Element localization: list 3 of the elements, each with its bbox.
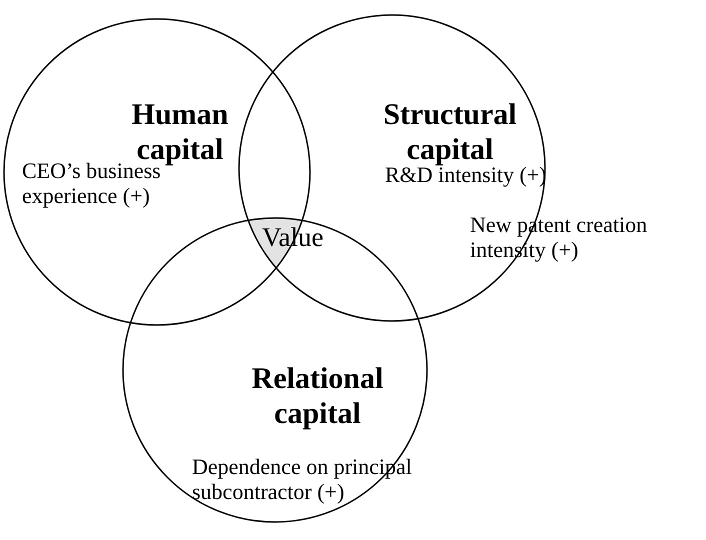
circle-title: Structural capital (382, 98, 518, 167)
venn-circle (123, 218, 427, 522)
circle-title: Relational capital (250, 362, 384, 431)
